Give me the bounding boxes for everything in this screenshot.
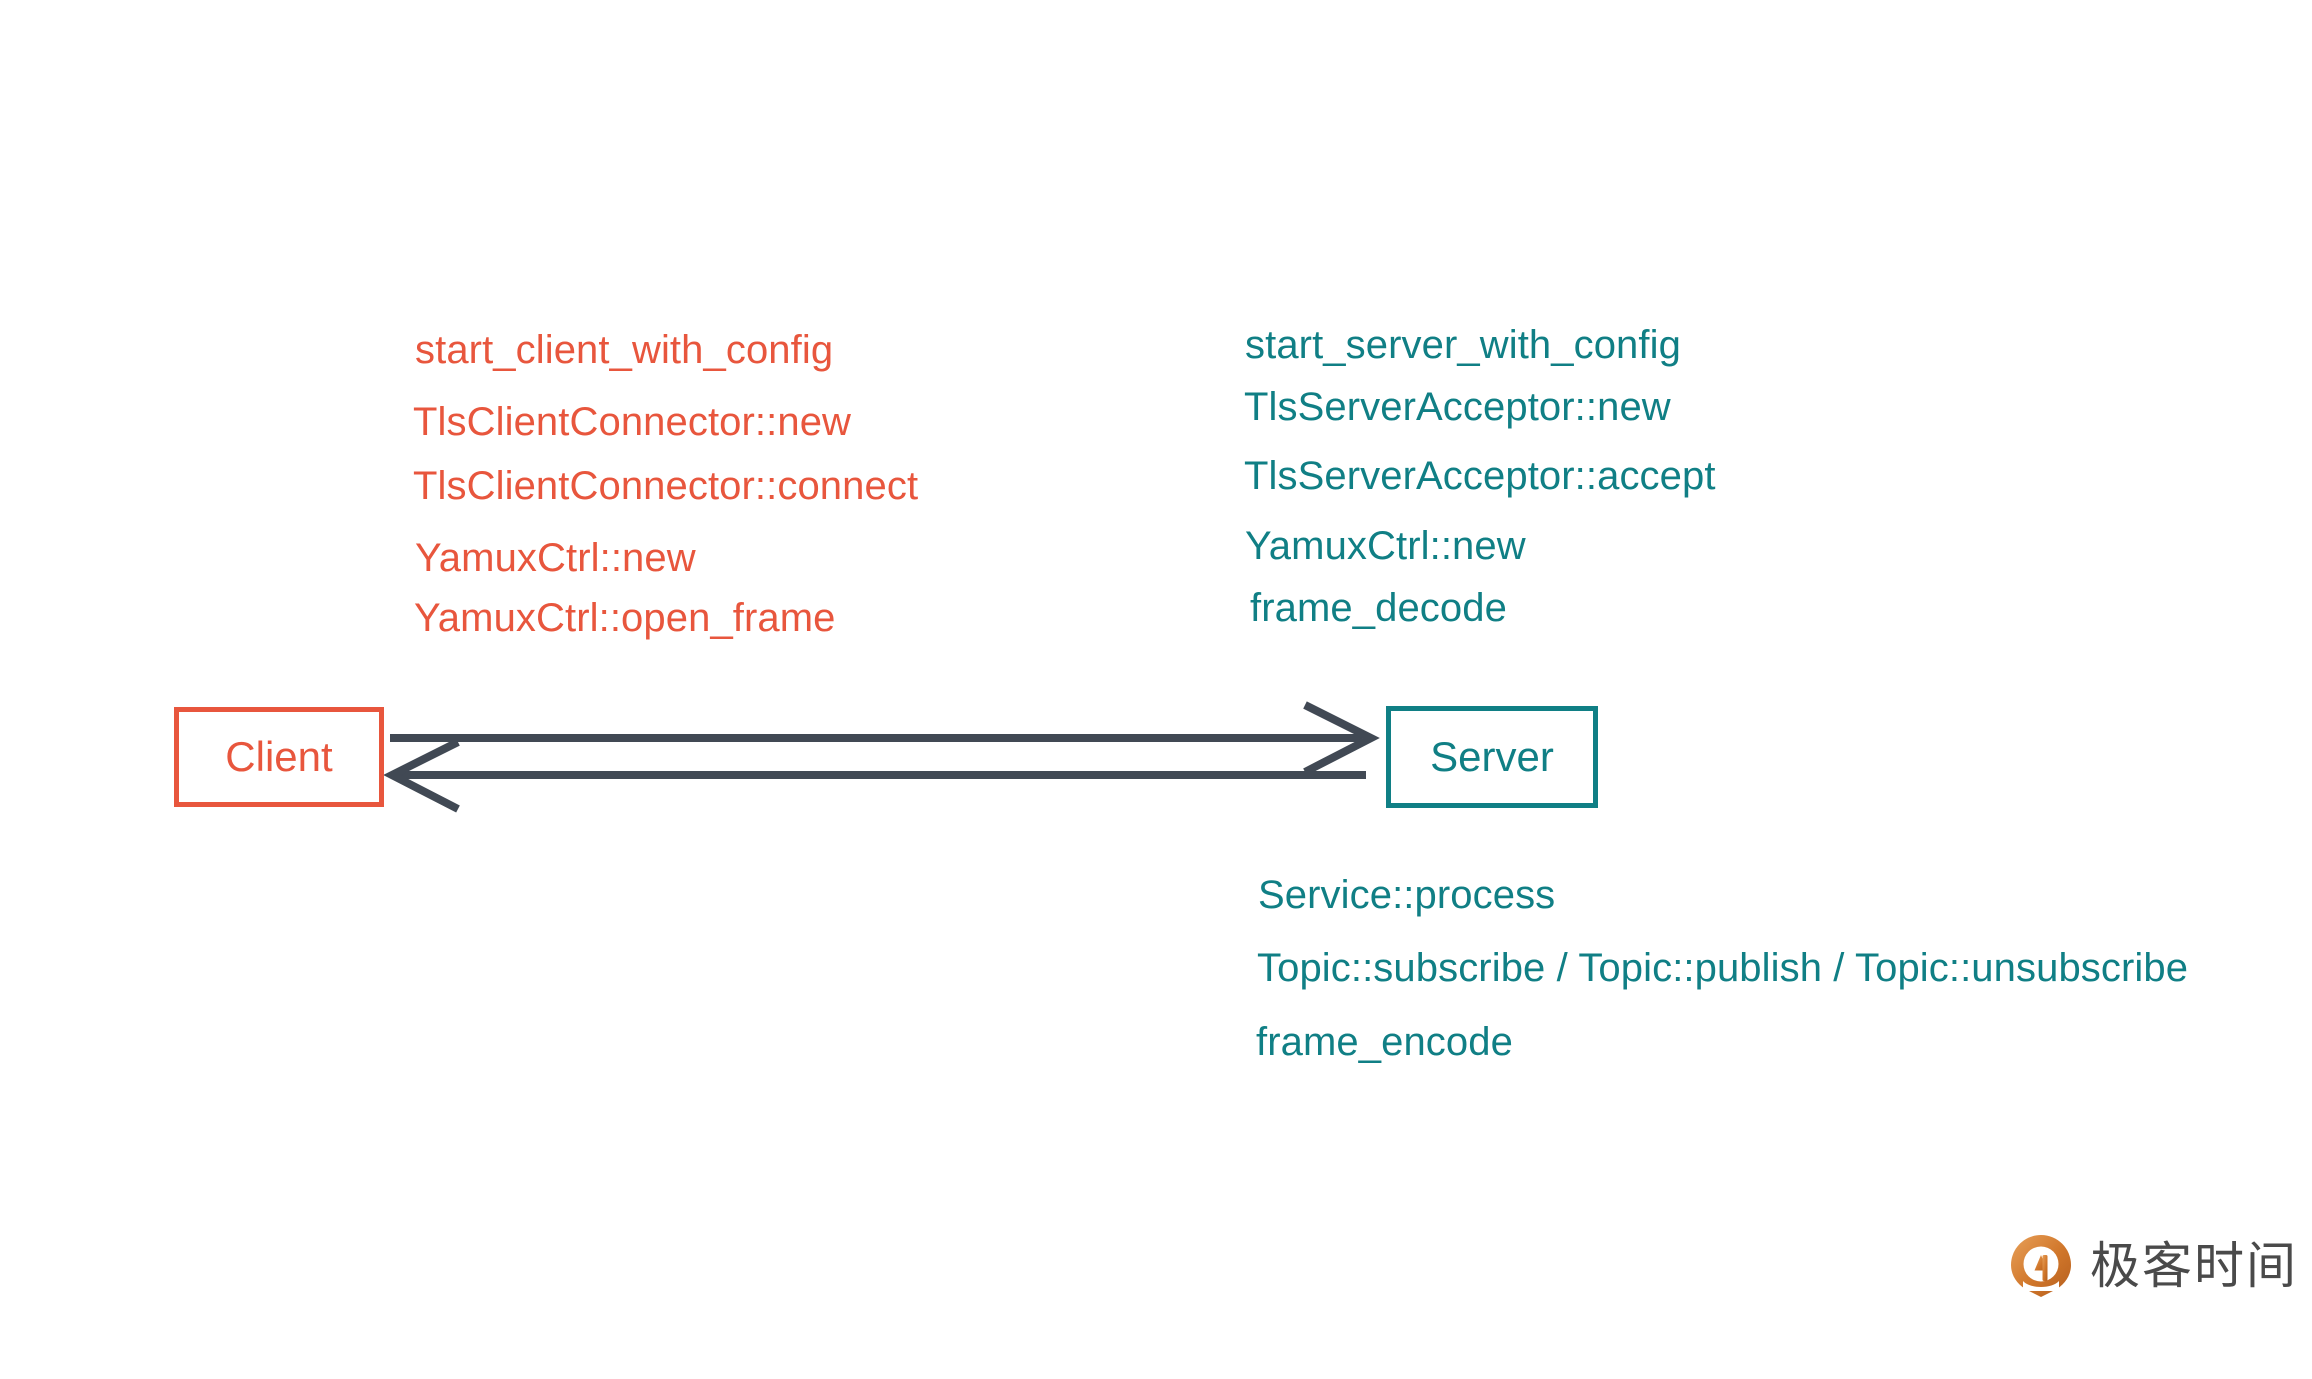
- server-handling-line-1: Topic::subscribe / Topic::publish / Topi…: [1257, 946, 2189, 990]
- server-handling-line-0: Service::process: [1258, 873, 1556, 917]
- client-stack-line-4: YamuxCtrl::open_frame: [414, 596, 836, 640]
- arrow-server-to-client: [383, 738, 1366, 813]
- brand-watermark: 极客时间: [2008, 1233, 2298, 1299]
- client-stack-line-3: YamuxCtrl::new: [415, 536, 696, 580]
- server-handling-line-2: frame_encode: [1256, 1020, 1513, 1064]
- client-stack-line-2: TlsClientConnector::connect: [413, 464, 919, 508]
- client-stack-line-0: start_client_with_config: [415, 328, 834, 372]
- geektime-pin-logo-icon: [2011, 1235, 2071, 1297]
- server-stack-line-3: YamuxCtrl::new: [1245, 524, 1526, 568]
- node-client[interactable]: Client: [174, 707, 384, 807]
- node-server[interactable]: Server: [1386, 706, 1598, 808]
- brand-name: 极客时间: [2090, 1237, 2298, 1295]
- arrow-client-to-server: [390, 701, 1380, 776]
- server-stack-line-4: frame_decode: [1250, 586, 1507, 630]
- client-stack-line-1: TlsClientConnector::new: [413, 400, 852, 444]
- server-stack-line-0: start_server_with_config: [1245, 323, 1681, 367]
- server-stack-line-1: TlsServerAcceptor::new: [1244, 385, 1671, 429]
- node-client-label: Client: [225, 733, 333, 780]
- node-server-label: Server: [1430, 733, 1554, 780]
- server-stack-line-2: TlsServerAcceptor::accept: [1244, 454, 1716, 498]
